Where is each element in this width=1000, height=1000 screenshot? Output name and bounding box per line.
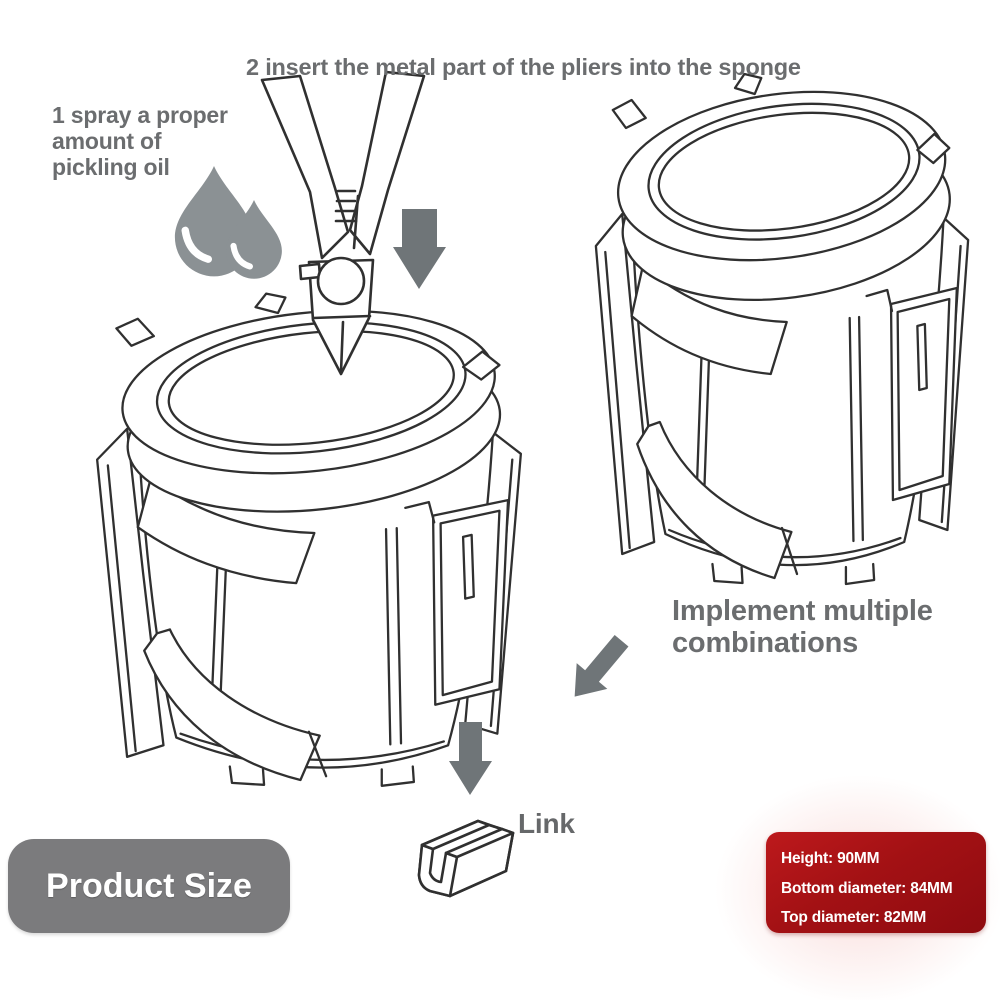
- product-size-badge-label: Product Size: [46, 866, 252, 905]
- step2-caption: 2 insert the metal part of the pliers in…: [246, 54, 801, 80]
- combine-diagonal-arrow-icon: [574, 634, 629, 697]
- pliers-illustration: [260, 70, 426, 376]
- sponge-pot-right-illustration: [594, 72, 970, 586]
- dimension-bottom-diameter: Bottom diameter: 84MM: [781, 879, 953, 897]
- dimension-top-diameter: Top diameter: 82MM: [781, 909, 927, 926]
- link-clip-illustration: [417, 819, 515, 898]
- step1-caption-line3: pickling oil: [52, 154, 170, 180]
- step1-caption-line2: amount of: [52, 128, 162, 154]
- combinations-caption: Implement multiple combinations: [672, 595, 933, 659]
- combinations-caption-line1: Implement multiple: [672, 595, 933, 627]
- step1-caption-line1: 1 spray a proper: [52, 102, 228, 128]
- combinations-caption-line2: combinations: [672, 627, 859, 659]
- product-size-badge: Product Size: [8, 839, 290, 933]
- sponge-pot-left-illustration: [95, 291, 523, 788]
- step1-caption: 1 spray a proper amount of pickling oil: [52, 102, 228, 180]
- insert-down-arrow-icon: [393, 209, 446, 289]
- oil-droplets-icon: [174, 166, 282, 279]
- link-down-arrow-icon: [449, 722, 492, 795]
- dimension-height: Height: 90MM: [781, 850, 880, 867]
- link-caption: Link: [518, 808, 575, 839]
- dimensions-panel: Height: 90MM Bottom diameter: 84MM Top d…: [766, 832, 986, 933]
